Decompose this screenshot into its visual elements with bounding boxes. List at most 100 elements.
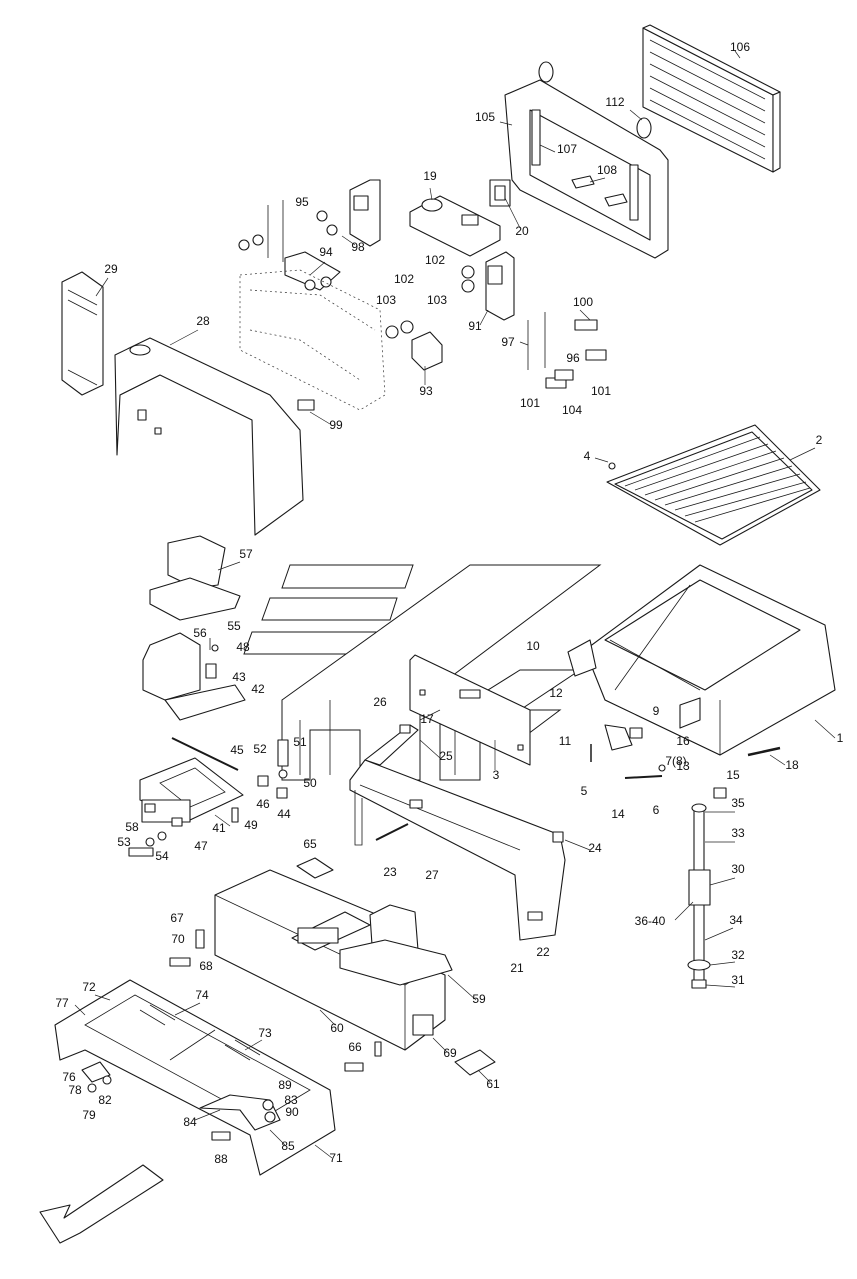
part-label: 72 xyxy=(82,980,96,994)
part-label: 41 xyxy=(212,821,226,835)
part-label: 74 xyxy=(195,988,209,1002)
part-number-labels: 1061121051071081920959894102102103103911… xyxy=(55,40,843,1166)
part-label: 14 xyxy=(611,807,625,821)
part-label: 13 xyxy=(676,759,690,773)
part-label: 106 xyxy=(730,40,750,54)
part-label: 105 xyxy=(475,110,495,124)
part-label: 18 xyxy=(785,758,799,772)
part-label: 4 xyxy=(584,449,591,463)
part-label: 22 xyxy=(536,945,550,959)
ghost-console-outline xyxy=(239,269,386,411)
part-label: 46 xyxy=(256,797,270,811)
part-label: 89 xyxy=(278,1078,292,1092)
part-99-bolt xyxy=(297,399,315,411)
part-label: 7(8) xyxy=(665,754,686,768)
part-label: 82 xyxy=(98,1093,112,1107)
part-label: 76 xyxy=(62,1070,76,1084)
part-label: 24 xyxy=(588,841,602,855)
part-label: 33 xyxy=(731,826,745,840)
part-2-grille xyxy=(606,424,821,546)
part-106-grille xyxy=(642,24,781,173)
part-19-actuator xyxy=(409,195,501,257)
part-label: 101 xyxy=(591,384,611,398)
part-20-switch xyxy=(489,179,511,207)
part-label: 27 xyxy=(425,868,439,882)
part-label: 88 xyxy=(214,1152,228,1166)
part-102-103-nuts xyxy=(385,320,414,339)
part-label: 36-40 xyxy=(635,914,666,928)
part-91-bracket xyxy=(461,251,515,321)
part-65-cover xyxy=(296,857,334,879)
part-label: 85 xyxy=(281,1139,295,1153)
part-3-panel xyxy=(409,654,531,766)
part-label: 99 xyxy=(329,418,343,432)
part-98-bracket xyxy=(349,179,381,247)
part-label: 78 xyxy=(68,1083,82,1097)
part-29-panel xyxy=(61,271,104,396)
part-label: 47 xyxy=(194,839,208,853)
part-96-97-struts xyxy=(527,312,607,389)
part-57-seat xyxy=(149,535,241,621)
part-94-plate xyxy=(238,200,341,291)
part-label: 20 xyxy=(515,224,529,238)
part-45-rod xyxy=(171,737,239,771)
part-12-hinge xyxy=(567,639,597,677)
part-label: 31 xyxy=(731,973,745,987)
part-23-rod xyxy=(375,823,409,841)
part-label: 65 xyxy=(303,837,317,851)
part-label: 112 xyxy=(605,95,624,109)
part-label: 44 xyxy=(277,807,291,821)
part-label: 61 xyxy=(486,1077,500,1091)
part-label: 79 xyxy=(82,1108,96,1122)
direction-arrow xyxy=(39,1164,164,1244)
part-50-52-bushing xyxy=(257,739,289,799)
part-label: 16 xyxy=(676,734,690,748)
part-67-70-68 xyxy=(169,929,205,967)
part-label: 3 xyxy=(493,768,500,782)
leader-lines xyxy=(74,50,836,1159)
part-label: 56 xyxy=(193,626,207,640)
part-28-cover xyxy=(114,337,304,536)
part-label: 43 xyxy=(232,670,246,684)
part-label: 45 xyxy=(230,743,244,757)
part-label: 5 xyxy=(581,784,588,798)
part-label: 84 xyxy=(183,1115,197,1129)
part-15-clip xyxy=(713,787,727,799)
part-1-hood xyxy=(584,564,836,756)
part-label: 12 xyxy=(549,686,563,700)
part-41-plate xyxy=(139,757,244,827)
part-steering-column xyxy=(687,803,711,989)
part-label: 21 xyxy=(510,961,524,975)
part-label: 108 xyxy=(597,163,617,177)
part-label: 10 xyxy=(526,639,540,653)
part-label: 30 xyxy=(731,862,745,876)
part-label: 9 xyxy=(653,704,660,718)
part-108-brackets xyxy=(571,175,628,207)
part-93-plate xyxy=(411,331,443,371)
part-label: 104 xyxy=(562,403,582,417)
part-label: 103 xyxy=(427,293,447,307)
part-label: 55 xyxy=(227,619,241,633)
part-66-bolt xyxy=(344,1041,382,1072)
part-label: 107 xyxy=(557,142,577,156)
part-label: 73 xyxy=(258,1026,272,1040)
part-label: 29 xyxy=(104,262,118,276)
part-label: 6 xyxy=(653,803,660,817)
part-label: 58 xyxy=(125,820,139,834)
part-label: 42 xyxy=(251,682,265,696)
part-label: 50 xyxy=(303,776,317,790)
part-label: 48 xyxy=(236,640,250,654)
part-label: 17 xyxy=(420,712,434,726)
part-60-console xyxy=(214,869,446,1051)
part-label: 103 xyxy=(376,293,396,307)
part-label: 96 xyxy=(566,351,580,365)
part-label: 52 xyxy=(253,742,267,756)
part-label: 101 xyxy=(520,396,540,410)
part-label: 23 xyxy=(383,865,397,879)
part-25-frame xyxy=(349,724,566,941)
part-label: 93 xyxy=(419,384,433,398)
part-label: 54 xyxy=(155,849,169,863)
part-label: 77 xyxy=(55,996,69,1010)
part-label: 68 xyxy=(199,959,213,973)
part-label: 28 xyxy=(196,314,210,328)
